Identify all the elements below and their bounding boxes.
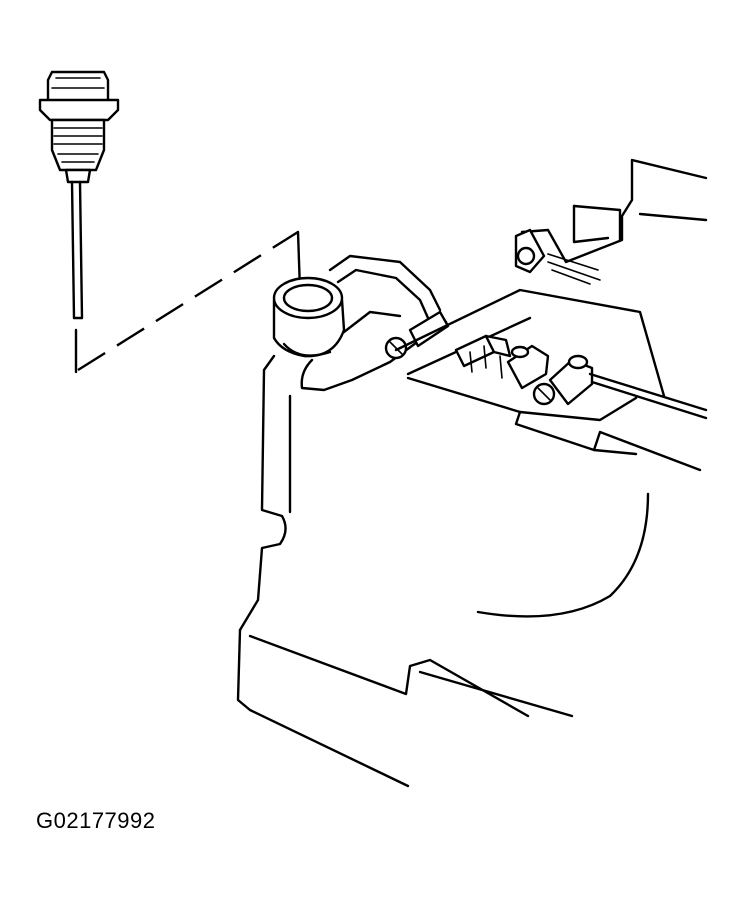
intake-runner [300, 254, 450, 392]
fuel-injectors [454, 334, 708, 420]
engine-block [236, 158, 708, 788]
figure-id-label: G02177992 [36, 808, 156, 833]
dipstick-tube [272, 276, 346, 358]
dipstick [38, 70, 120, 320]
insertion-path [74, 230, 302, 374]
